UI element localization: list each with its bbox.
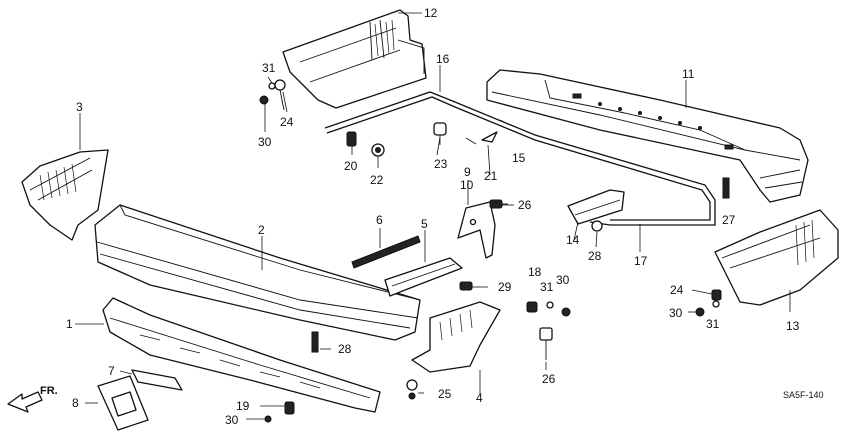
- callout-10: 10: [460, 178, 474, 192]
- callout-26: 26: [542, 372, 556, 386]
- callout-27: 26: [518, 198, 532, 212]
- fastener-29-right: [591, 220, 603, 232]
- callout-20: 20: [344, 159, 358, 173]
- callout-9: 9: [464, 165, 471, 179]
- part-7-bracket: [131, 369, 183, 391]
- fastener-25: [406, 379, 418, 400]
- part-15-16-17-rods: [324, 91, 716, 226]
- fastener-21: [481, 131, 498, 143]
- callout-30-top: 30: [258, 135, 272, 149]
- callout-1: 1: [66, 317, 73, 331]
- front-direction-arrow: FR.: [7, 385, 58, 413]
- part-4-grille-piece: [411, 301, 501, 373]
- part-3-left-side-piece: [21, 149, 109, 241]
- fastener-26: [539, 327, 553, 360]
- callout-19: 19: [236, 399, 250, 413]
- part-5-bracket: [384, 257, 463, 297]
- part-27-bolt: [489, 199, 508, 209]
- callout-15: 15: [512, 151, 526, 165]
- part-14-bracket: [567, 189, 625, 225]
- diagram-code: SA5F-140: [783, 390, 824, 400]
- callout-29-right: 28: [588, 249, 602, 263]
- callout-16: 16: [436, 52, 450, 66]
- callout-30-bottom: 30: [225, 413, 239, 427]
- callout-21: 21: [484, 169, 498, 183]
- callout-2: 2: [258, 223, 265, 237]
- fastener-18: [526, 301, 538, 313]
- fastener-29-front: [459, 281, 473, 291]
- fastener-31-top: [268, 82, 276, 90]
- callout-5: 5: [421, 217, 428, 231]
- callout-11: 11: [682, 67, 695, 81]
- part-6-strip: [351, 235, 421, 269]
- callout-22: 22: [370, 173, 384, 187]
- callout-25: 25: [438, 387, 452, 401]
- fastener-24-top: [274, 79, 286, 111]
- part-1-front-grille: [102, 297, 381, 413]
- part-9-10-bracket: [457, 201, 496, 259]
- fastener-28-right: [722, 177, 730, 199]
- callout-31-mid: 31: [540, 280, 554, 294]
- callout-6: 6: [376, 213, 383, 227]
- part-12-rear-cover: [282, 9, 427, 109]
- callout-24-right: 24: [670, 283, 684, 297]
- leader-lines: [75, 12, 791, 420]
- callout-13: 13: [786, 319, 800, 333]
- fastener-31-mid: [546, 301, 554, 309]
- fastener-30-mid: [561, 307, 571, 317]
- callout-8: 8: [72, 396, 79, 410]
- fastener-19: [284, 401, 295, 415]
- part-8-plate: [97, 375, 149, 431]
- part-2-front-bumper: [94, 204, 421, 341]
- fastener-28-front: [311, 331, 319, 353]
- part-11-rear-bumper: [486, 69, 809, 203]
- part-13-right-side-piece: [714, 209, 839, 306]
- fastener-20: [346, 131, 357, 147]
- direction-label: FR.: [40, 385, 58, 397]
- callout-28-right: 27: [722, 213, 736, 227]
- callout-29-front: 29: [498, 280, 512, 294]
- fastener-24-right: [711, 289, 722, 301]
- fastener-31-right: [712, 300, 720, 308]
- fastener-30-top: [259, 95, 269, 105]
- callout-18: 18: [528, 265, 542, 279]
- fastener-30-bottom: [264, 415, 272, 423]
- fastener-30-right: [695, 307, 705, 317]
- callout-7: 7: [108, 364, 115, 378]
- callout-4: 4: [476, 391, 483, 405]
- callout-14: 14: [566, 233, 580, 247]
- callout-30-mid: 30: [556, 273, 570, 287]
- callout-17: 17: [634, 254, 648, 268]
- callout-3: 3: [76, 100, 83, 114]
- callout-28-front: 28: [338, 342, 352, 356]
- callout-23: 23: [434, 157, 448, 171]
- fastener-22: [371, 143, 385, 157]
- fastener-23: [433, 122, 447, 136]
- callout-12: 12: [424, 6, 438, 20]
- callout-30-right: 30: [669, 306, 683, 320]
- callout-24-top: 24: [280, 115, 294, 129]
- callout-31-right: 31: [706, 317, 720, 331]
- callout-labels: 12 16 11 3 2 1 6 5 9 10 26 15 21 23 14 1…: [66, 6, 800, 427]
- callout-31-top: 31: [262, 61, 276, 75]
